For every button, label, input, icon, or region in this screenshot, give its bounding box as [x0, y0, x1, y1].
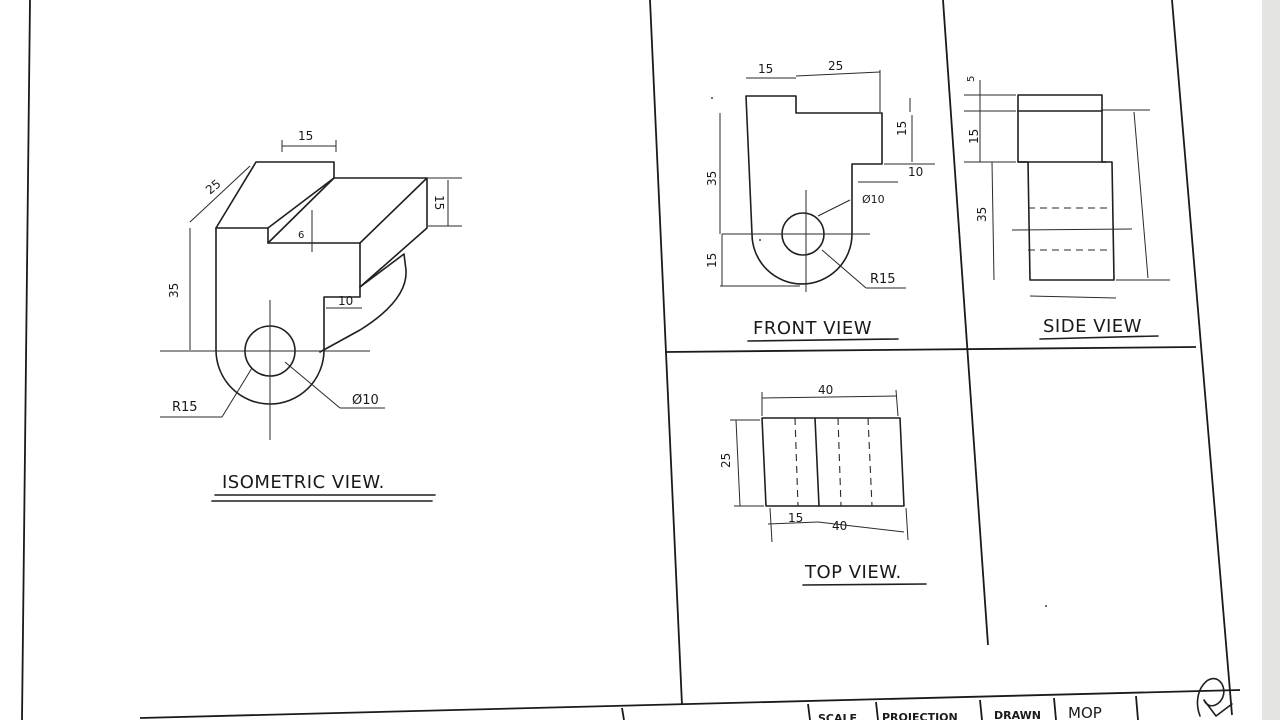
- front-dim-step: 15: [895, 121, 909, 136]
- front-dim-height: 35: [705, 171, 719, 186]
- iso-dim-height-right: 15: [432, 195, 446, 210]
- side-view-title: SIDE VIEW: [1043, 316, 1142, 337]
- side-dim-top: 5: [966, 76, 977, 82]
- front-dim-radius: R15: [870, 272, 896, 287]
- top-view-title: TOP VIEW.: [804, 562, 902, 583]
- front-dim-lower: 15: [705, 253, 719, 268]
- top-dim-left: 15: [788, 511, 803, 525]
- side-dim-height: 35: [975, 207, 989, 222]
- side-view: 5 15 35 SIDE VIEW: [964, 76, 1170, 340]
- title-block-projection: PROJECTION: [882, 711, 958, 720]
- title-block: SCALE PROJECTION DRAWN MOP: [621, 677, 1233, 720]
- isometric-view: 15 25 15 35 6 10 R15 Ø10 ISOMETRIC VIEW.: [160, 129, 462, 502]
- iso-dim-slot: 10: [338, 294, 353, 308]
- iso-dim-radius: R15: [172, 400, 198, 415]
- top-dim-depth: 25: [719, 453, 733, 468]
- front-view: 15 25 15 10 35 15 Ø10 R15 FRONT VIEW: [705, 59, 935, 342]
- signature: [1196, 677, 1233, 717]
- front-view-title: FRONT VIEW: [753, 318, 872, 339]
- title-block-drawn: DRAWN: [994, 709, 1041, 720]
- iso-dim-height-left: 35: [167, 283, 181, 298]
- iso-dim-step-depth: 6: [298, 230, 304, 241]
- title-block-scale: SCALE: [818, 712, 857, 720]
- divider-horizontal: [664, 346, 1197, 353]
- top-dim-right: 40: [832, 519, 847, 533]
- paper-speck: [1045, 605, 1047, 607]
- paper-speck: [759, 239, 761, 241]
- iso-view-title: ISOMETRIC VIEW.: [222, 472, 385, 493]
- top-dim-total: 40: [818, 383, 833, 397]
- divider-side-vertical: [942, 0, 989, 646]
- border-left: [21, 0, 31, 720]
- front-dim-notch: 10: [908, 165, 923, 179]
- paper-edge-shadow: [1262, 0, 1280, 720]
- border-right: [1171, 0, 1233, 716]
- front-dim-right-width: 25: [828, 59, 843, 73]
- front-dim-left-width: 15: [758, 62, 773, 76]
- title-block-top-line: [139, 689, 1241, 719]
- top-view: 40 25 15 40 TOP VIEW.: [719, 383, 927, 586]
- iso-dim-hole: Ø10: [352, 393, 379, 408]
- iso-dim-top-width: 15: [298, 129, 313, 143]
- paper-speck: [711, 97, 713, 99]
- side-dim-mid: 15: [967, 129, 981, 144]
- title-block-drawn-value: MOP: [1068, 704, 1102, 720]
- front-dim-hole: Ø10: [862, 193, 885, 206]
